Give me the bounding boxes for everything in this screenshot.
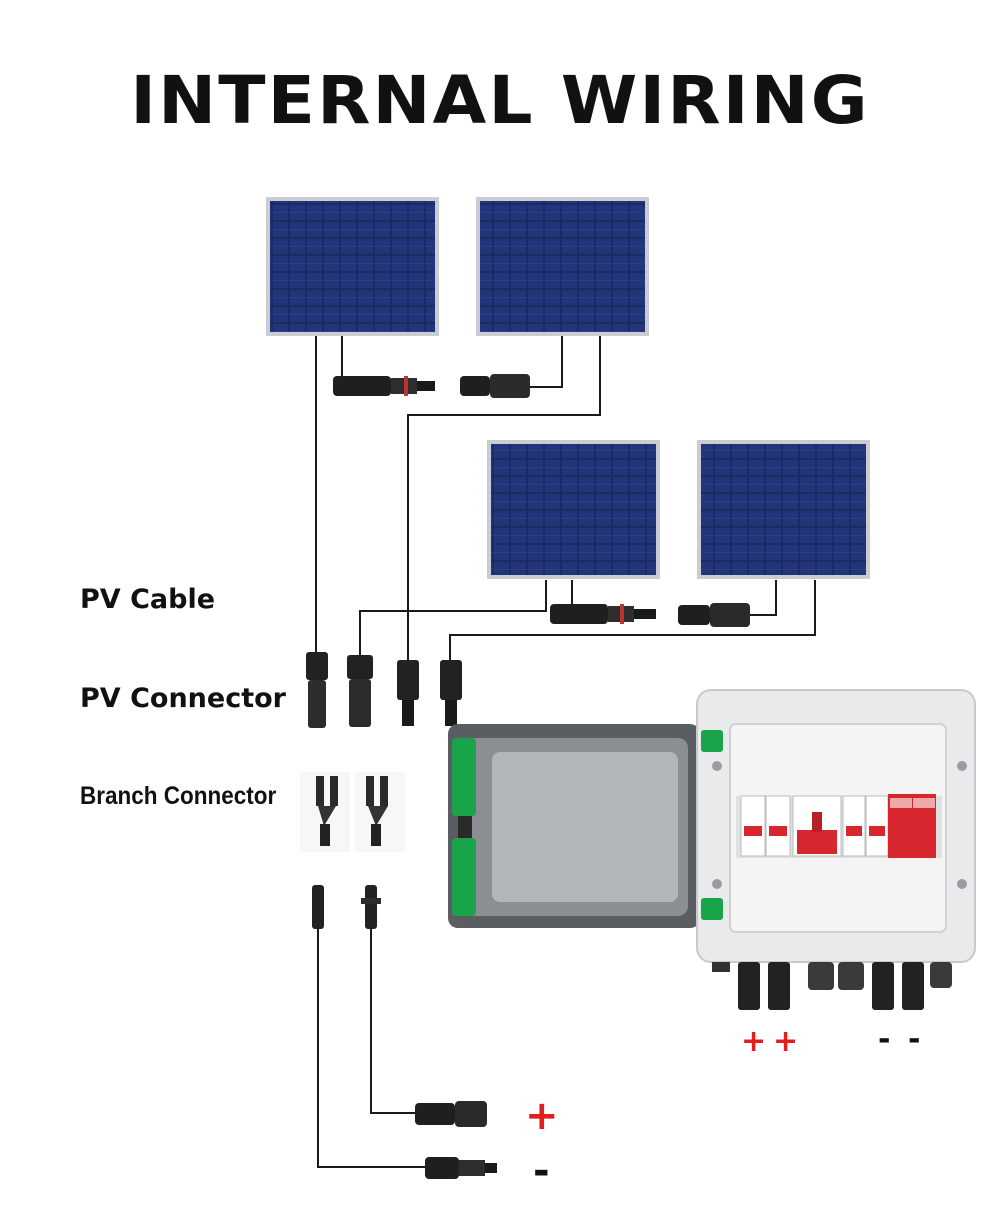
pv-cables [315,336,816,1168]
dc-circuit-breaker [792,795,842,857]
surge-protection-device [888,794,936,858]
branch-connector-label: Branch Connector [80,782,277,810]
output-negative-mark: - [533,1148,550,1194]
pv-connector-2 [347,655,373,727]
pv-connector-1 [306,652,328,728]
solar-panel-3 [487,440,660,579]
box-positive-mark-2: + [773,1024,799,1059]
pv-cable-label: PV Cable [80,584,216,615]
output-connector-positive-vertical [361,885,381,929]
box-negative-mark-2: - [908,1022,921,1057]
solar-panel-2 [476,197,649,336]
pv-connector-4 [440,660,462,726]
output-connector-negative [425,1157,497,1179]
mc4-connector-top-right [460,374,530,398]
fuse-holders-right [842,795,889,857]
mc4-connector-pair-top-left [333,376,435,396]
solar-panel-4 [697,440,870,579]
pv-connector-label: PV Connector [80,683,286,714]
fuse-holders [740,795,791,857]
branch-connector-2 [355,772,405,852]
pv-connector-3 [397,660,419,726]
output-connector-negative-vertical [312,885,324,929]
combiner-box-door [448,724,700,928]
box-negative-mark-1: - [878,1022,891,1057]
output-positive-mark: + [525,1093,559,1139]
solar-panel-1 [266,197,439,336]
mc4-connector-mid-right [678,603,750,627]
box-positive-mark-1: + [741,1024,767,1059]
branch-connector-1 [300,772,350,852]
mc4-connector-pair-mid-left [550,604,656,624]
box-bottom-connectors [712,962,952,1010]
page-title: INTERNAL WIRING [130,62,870,139]
output-connector-positive [415,1101,487,1127]
